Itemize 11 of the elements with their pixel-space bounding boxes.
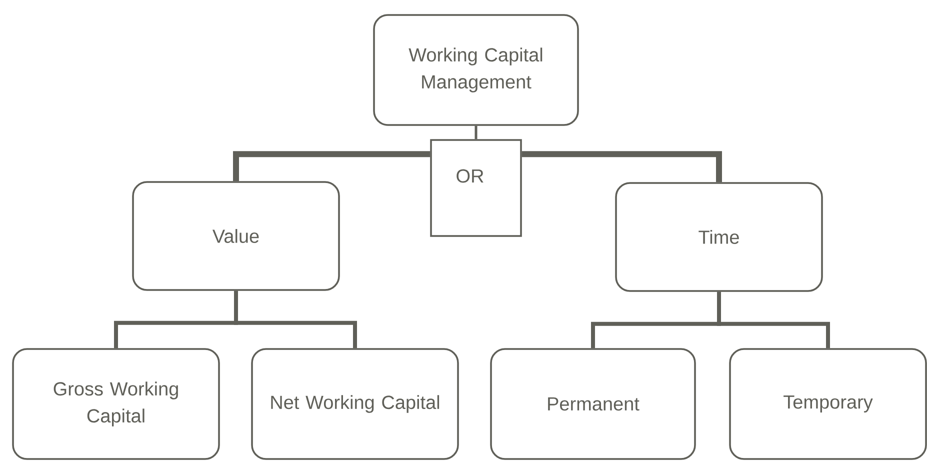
rounded-box: Gross Working Capital — [12, 348, 220, 460]
connector — [474, 126, 478, 140]
rounded-box: Temporary — [729, 348, 927, 460]
connector — [717, 292, 830, 348]
rounded-box: Permanent — [490, 348, 696, 460]
rounded-box: Time — [615, 182, 823, 292]
or-box: OR — [430, 139, 522, 237]
rounded-box: Working Capital Management — [373, 14, 579, 126]
rounded-box: Net Working Capital — [251, 348, 459, 460]
connector — [234, 290, 357, 348]
rounded-box: Value — [132, 181, 340, 291]
